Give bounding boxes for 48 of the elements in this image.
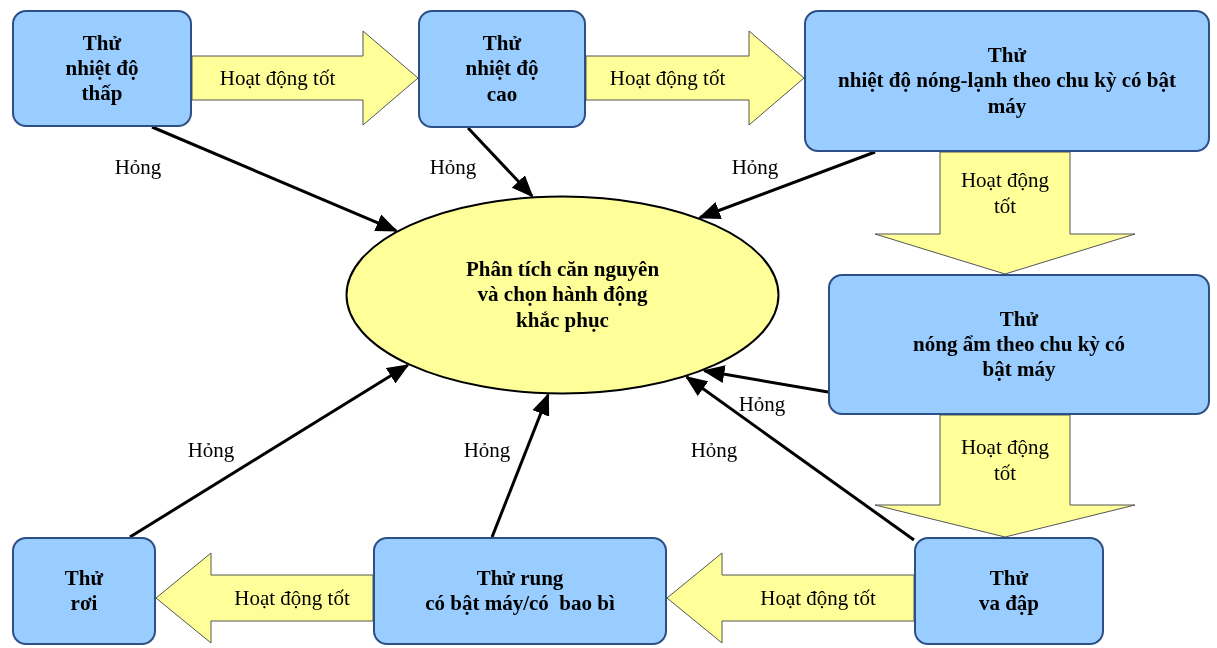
block-arrow <box>585 30 805 126</box>
edge-label: Hỏng <box>187 436 235 464</box>
box-text: có bật máy/có bao bì <box>425 591 615 617</box>
test-box <box>914 537 1104 645</box>
edge-label: Hỏng <box>463 436 511 464</box>
arrow <box>151 125 398 232</box>
block-arrow <box>874 414 1136 538</box>
arrow <box>702 365 829 394</box>
test-box <box>418 10 586 128</box>
edge-label: Hỏng <box>738 390 786 418</box>
test-box <box>828 274 1210 415</box>
box-heading: Thử <box>989 565 1029 591</box>
arrow <box>129 363 410 539</box>
box-text: Phân tích căn nguyên và chọn hành động khắc phục <box>464 257 661 333</box>
box-heading: Thử <box>64 565 104 591</box>
edge-label: Hoạt động tốt <box>760 584 876 612</box>
edge-label: Hoạt động tốt <box>959 166 1051 220</box>
edge-label: Hỏng <box>429 153 477 181</box>
test-box <box>12 537 156 645</box>
edge-label: Hoạt động tốt <box>959 433 1051 487</box>
block-arrow <box>666 552 915 644</box>
edge-label: Hoạt động tốt <box>234 584 350 612</box>
edge-label: Hỏng <box>690 436 738 464</box>
box-heading: Thử <box>82 30 122 56</box>
edge-label: Hoạt động tốt <box>609 64 726 92</box>
test-box <box>804 10 1210 152</box>
test-box <box>373 537 667 645</box>
test-box <box>12 10 192 127</box>
box-text: va đập <box>978 591 1040 617</box>
box-text: rơi <box>70 591 98 617</box>
box-heading: Thử <box>987 43 1027 69</box>
box-text: nhiệt độ nóng-lạnh theo chu kỳ có bật máy <box>837 68 1177 119</box>
block-arrow <box>874 151 1136 275</box>
edge-label: Hoạt động tốt <box>219 64 336 92</box>
arrow <box>466 126 534 198</box>
edge-label: Hỏng <box>731 153 779 181</box>
box-text: nhiệt độ cao <box>464 56 540 107</box>
edge-label: Hỏng <box>114 153 162 181</box>
block-arrow <box>191 30 419 126</box>
box-text: nóng ẩm theo chu kỳ có bật máy <box>912 331 1126 383</box>
block-arrow <box>155 552 374 644</box>
box-heading: Thử <box>482 31 522 57</box>
arrow <box>490 392 550 538</box>
arrow <box>698 150 876 219</box>
arrow <box>685 375 915 542</box>
box-heading: Thử <box>999 306 1039 332</box>
box-text: nhiệt độ thấp <box>64 55 140 107</box>
box-heading: Thử rung <box>476 565 564 591</box>
